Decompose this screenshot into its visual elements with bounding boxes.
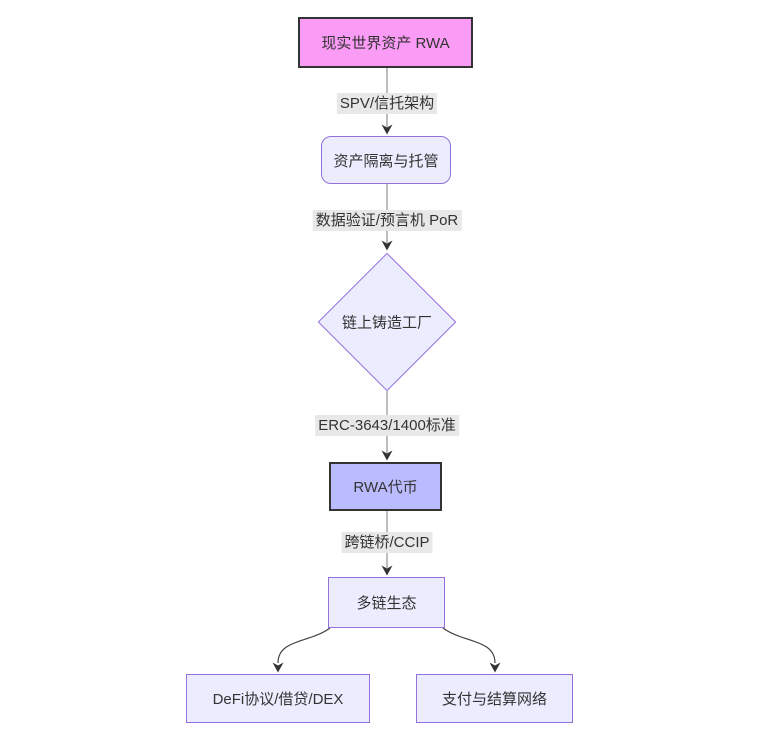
node-asset-custody-label: 资产隔离与托管 [333, 152, 439, 170]
edge-multichain-payment [442, 627, 496, 664]
node-multichain-ecosystem: 多链生态 [328, 577, 445, 628]
edge-label-crosschain-ccip: 跨链桥/CCIP [341, 532, 433, 553]
edge-label-spv-trust: SPV/信托架构 [336, 93, 438, 114]
node-payment-settlement-label: 支付与结算网络 [441, 691, 547, 708]
arrowhead-payment [489, 662, 501, 673]
edge-multichain-defi [277, 627, 331, 664]
arrowhead-factory [381, 240, 393, 251]
node-real-world-asset: 现实世界资产 RWA [298, 17, 473, 68]
arrowhead-defi [272, 662, 284, 673]
arrowhead-custody [381, 124, 393, 135]
edge-label-erc-standard: ERC-3643/1400标准 [315, 415, 459, 436]
arrowhead-token [381, 450, 393, 461]
node-multichain-ecosystem-label: 多链生态 [356, 595, 417, 612]
node-payment-settlement: 支付与结算网络 [416, 674, 573, 723]
node-rwa-token-label: RWA代币 [353, 479, 418, 496]
arrowhead-multichain [381, 565, 393, 576]
node-defi-protocols: DeFi协议/借贷/DEX [186, 674, 370, 723]
node-real-world-asset-label: 现实世界资产 RWA [321, 35, 450, 52]
edge-label-data-verification-oracle: 数据验证/预言机 PoR [312, 210, 462, 231]
node-defi-protocols-label: DeFi协议/借贷/DEX [212, 691, 344, 708]
node-asset-custody: 资产隔离与托管 [321, 136, 451, 184]
node-rwa-token: RWA代币 [329, 462, 442, 511]
node-minting-factory-label: 链上铸造工厂 [341, 314, 433, 332]
